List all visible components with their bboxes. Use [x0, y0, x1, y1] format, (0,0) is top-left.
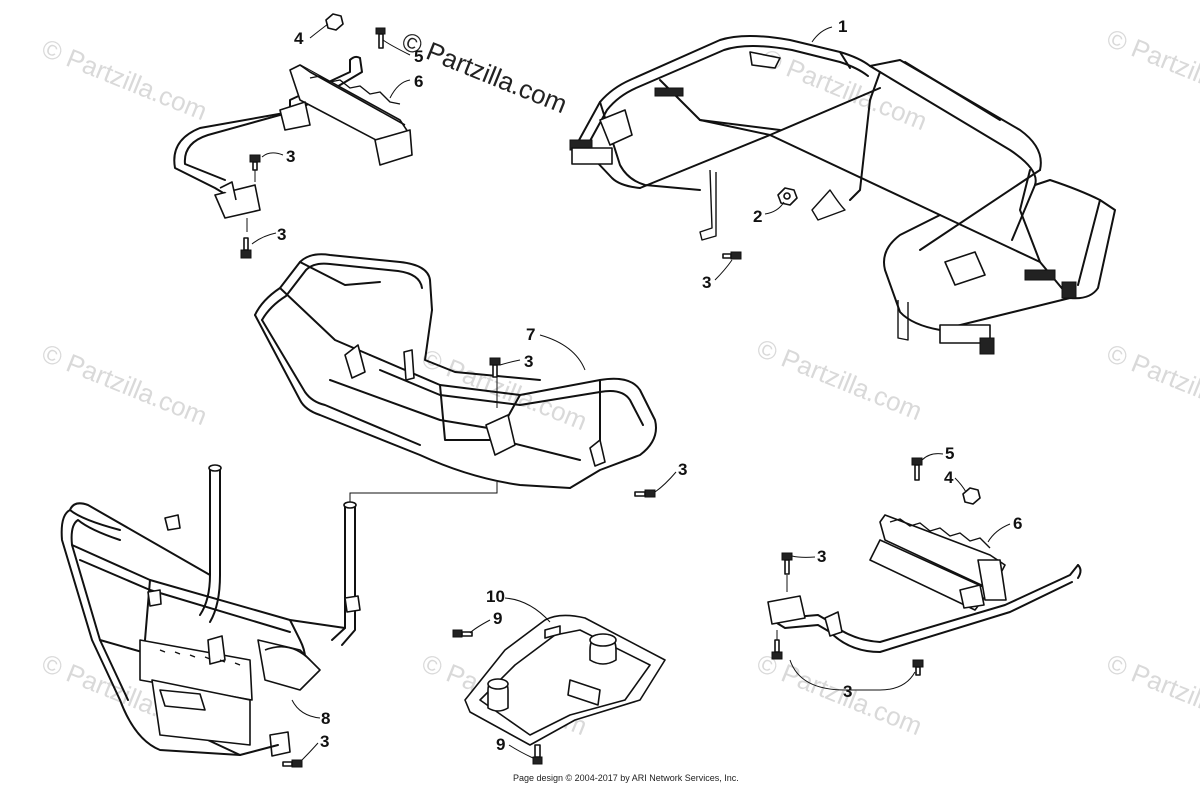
- callout-8: 8: [321, 709, 330, 728]
- callout-1: 1: [838, 17, 847, 36]
- callout-3: 3: [277, 225, 286, 244]
- nut-part-2: [777, 187, 798, 206]
- callout-2: 2: [753, 207, 762, 226]
- hardware-upper-left: [240, 13, 386, 259]
- callout-5: 5: [945, 444, 954, 463]
- callout-9: 9: [496, 735, 505, 754]
- callout-6: 6: [1013, 514, 1022, 533]
- watermark-text: © Partzilla.com: [1103, 23, 1200, 116]
- footrest-left-drawing: [173, 55, 413, 232]
- callout-6: 6: [414, 72, 423, 91]
- front-bumper-drawing: [60, 464, 361, 757]
- callout-3: 3: [320, 732, 329, 751]
- rear-rack-drawing: [569, 35, 1116, 355]
- watermark-text: © Partzilla.com: [38, 33, 212, 126]
- callout-3: 3: [702, 273, 711, 292]
- callout-3: 3: [286, 147, 295, 166]
- watermark-text: © Partzilla.com: [753, 333, 927, 426]
- callout-3: 3: [524, 352, 533, 371]
- skid-plate-drawing: [452, 614, 666, 765]
- callout-5: 5: [414, 47, 423, 66]
- watermark-logo: © Partzilla.com: [398, 26, 572, 119]
- watermark-text: © Partzilla.com: [1103, 648, 1200, 741]
- footrest-right-drawing: [767, 457, 1082, 676]
- callout-10: 10: [486, 587, 505, 606]
- footer-copyright: Page design © 2004-2017 by ARI Network S…: [513, 773, 739, 783]
- watermark-text: © Partzilla.com: [758, 43, 932, 136]
- callout-4: 4: [944, 468, 954, 487]
- watermark-text: © Partzilla.com: [753, 648, 927, 741]
- watermark-text: © Partzilla.com: [38, 338, 212, 431]
- watermark-text: © Partzilla.com: [1103, 338, 1200, 431]
- hardware-misc: [282, 251, 742, 768]
- callout-3: 3: [817, 547, 826, 566]
- callout-3: 3: [678, 460, 687, 479]
- callout-4: 4: [294, 29, 304, 48]
- callout-7: 7: [526, 325, 535, 344]
- callout-3: 3: [843, 682, 852, 701]
- leader-lines: [251, 23, 1011, 761]
- callout-labels: 1 2 3 3 3 3 3 3 3 3 4 4 5 5 6 6 7 8 9 9 …: [277, 17, 1022, 754]
- front-rack-drawing: [254, 253, 657, 502]
- callout-9: 9: [493, 609, 502, 628]
